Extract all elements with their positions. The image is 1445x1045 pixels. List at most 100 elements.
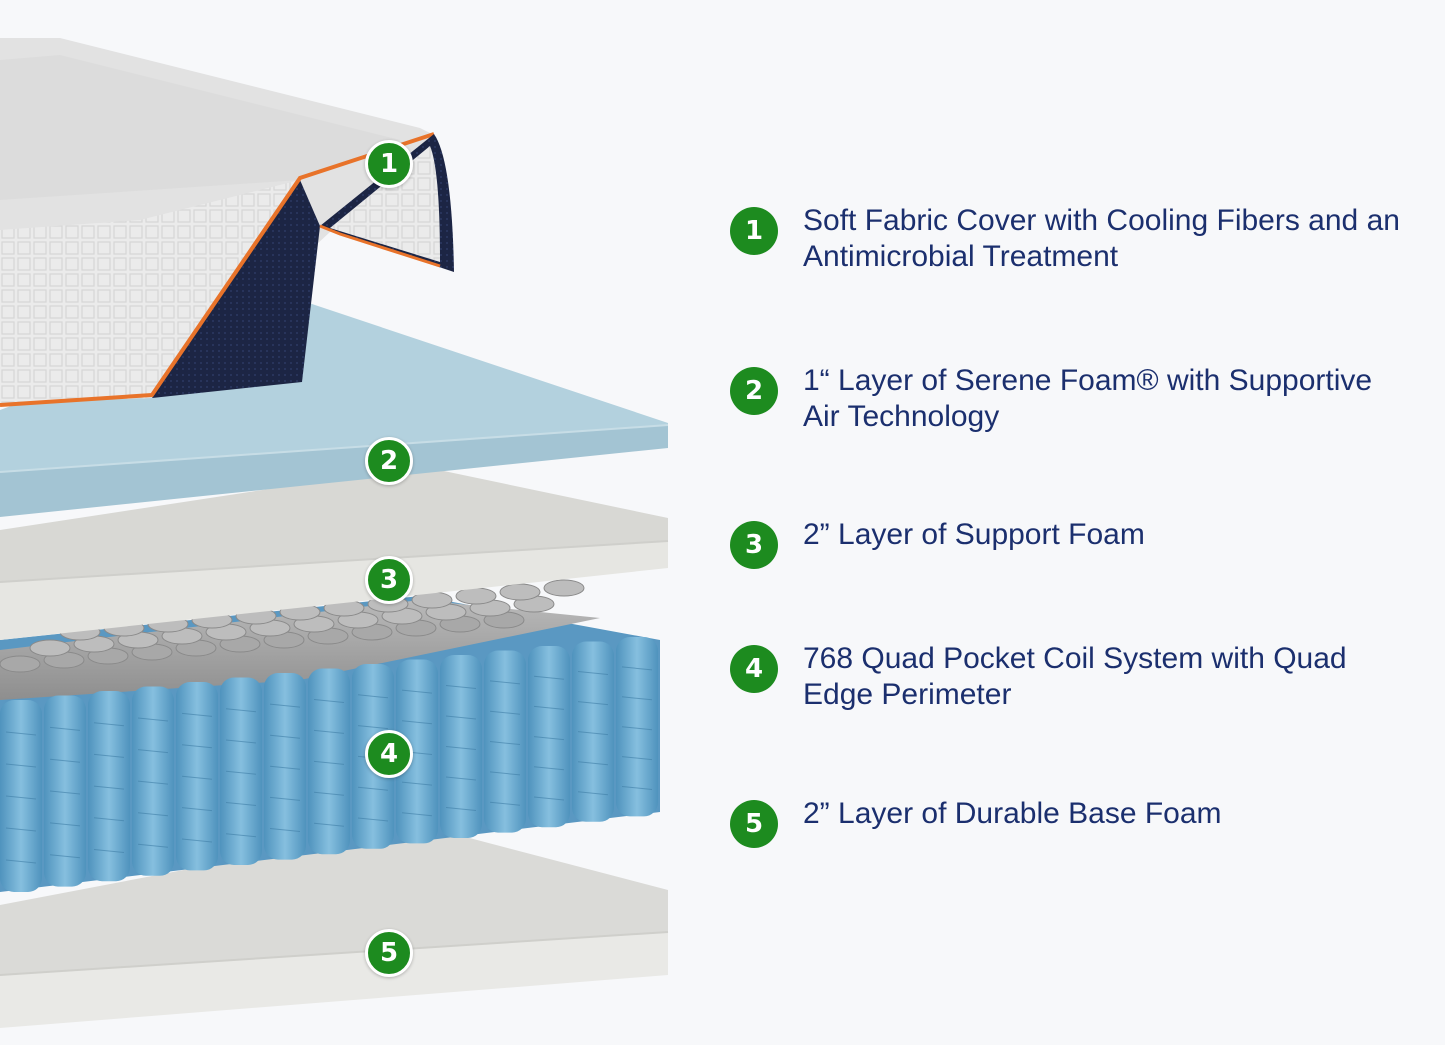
coil-stitch <box>621 786 653 790</box>
coil-stitch <box>489 710 521 715</box>
coil-stitch <box>357 694 389 699</box>
coil-stitch <box>489 680 521 685</box>
coil-stitch <box>93 722 125 727</box>
coil-stitch <box>357 725 389 730</box>
coil-stitch <box>533 675 565 680</box>
coil-stitch <box>269 828 301 832</box>
legend-label: 2” Layer of Support Foam <box>803 518 1145 551</box>
coil-stitch <box>313 791 345 796</box>
coil-stitch <box>269 796 301 801</box>
coil-pocket <box>440 655 482 838</box>
support-foam-marker: 3 <box>365 556 413 604</box>
coil-stitch <box>357 817 389 822</box>
coil-pocket <box>308 668 350 855</box>
mattress-layers-svg <box>0 38 669 1028</box>
coil-pocket <box>88 691 130 882</box>
coil-system-marker: 4 <box>365 730 413 778</box>
coil-stitch <box>313 698 345 703</box>
coil-pocket <box>396 659 438 844</box>
coil-stitch <box>621 696 653 701</box>
coil-stitch <box>621 666 653 671</box>
coil-stitch <box>489 771 521 776</box>
serene-foam-marker: 2 <box>365 437 413 485</box>
base-foam-layer <box>0 825 669 1028</box>
coil-stitch <box>137 749 169 754</box>
legend-number-badge: 4 <box>730 645 778 693</box>
coil-stitch <box>313 822 345 827</box>
coil-stitch <box>5 795 37 800</box>
coil-stitch <box>445 685 477 689</box>
coil-stitch <box>533 766 565 771</box>
legend-number-badge: 3 <box>730 521 778 569</box>
coil-stitch <box>445 807 477 811</box>
coil-stitch <box>445 776 477 781</box>
coil-pocket <box>264 673 306 860</box>
coil-stitch <box>489 741 521 746</box>
legend-number-badge: 1 <box>730 207 778 255</box>
coil-stitch <box>357 786 389 791</box>
coil-pocket <box>484 650 526 833</box>
legend-label: 1“ Layer of Serene Foam® with Supportive… <box>803 364 1373 433</box>
coil-stitch <box>49 758 81 763</box>
coil-stitch <box>225 770 257 775</box>
coil-stitch <box>49 790 81 795</box>
coil-stitch <box>621 726 653 731</box>
coil-stitch <box>137 717 169 722</box>
coil-cap <box>455 587 497 605</box>
coil-stitch <box>577 761 609 766</box>
coil-stitch <box>93 849 125 853</box>
coil-pocket <box>132 686 174 876</box>
coil-stitch <box>93 785 125 790</box>
coil-cap <box>29 639 71 657</box>
legend-label: 2” Layer of Durable Base Foam <box>803 797 1222 830</box>
cover-marker: 1 <box>365 140 413 188</box>
coil-stitch <box>401 720 433 725</box>
legend-number-badge: 5 <box>730 800 778 848</box>
coil-stitch <box>93 753 125 758</box>
coil-stitch <box>225 802 257 806</box>
coil-stitch <box>313 729 345 734</box>
coil-stitch <box>577 731 609 736</box>
coil-stitch <box>181 744 213 749</box>
coil-cap <box>0 655 41 673</box>
coil-pocket <box>616 637 658 817</box>
coil-stitch <box>577 791 609 796</box>
coil-stitch <box>401 689 433 694</box>
coil-cap <box>543 579 585 597</box>
coil-stitch <box>445 746 477 750</box>
coil-stitch <box>49 726 81 731</box>
coil-stitch <box>49 822 81 827</box>
coil-stitch <box>137 812 169 817</box>
coil-stitch <box>401 781 433 786</box>
coil-stitch <box>269 765 301 770</box>
legend-label: Soft Fabric Cover with Cooling Fibers an… <box>803 204 1400 273</box>
coil-stitch <box>5 859 37 864</box>
legend-number-badge: 2 <box>730 367 778 415</box>
serene-foam-layer <box>0 300 669 517</box>
coil-columns <box>0 637 658 892</box>
coil-stitch <box>181 807 213 812</box>
coil-stitch <box>5 827 37 832</box>
coil-pocket <box>176 682 218 871</box>
coil-stitch <box>137 780 169 785</box>
coil-stitch <box>269 734 301 739</box>
coil-stitch <box>577 701 609 706</box>
fabric-cover-layer <box>0 38 454 407</box>
base-foam-marker: 5 <box>365 929 413 977</box>
coil-system-layer <box>0 579 660 892</box>
coil-stitch <box>533 705 565 710</box>
coil-stitch <box>313 760 345 765</box>
coil-pocket <box>572 641 614 822</box>
coil-pocket <box>220 677 262 865</box>
coil-stitch <box>181 775 213 780</box>
coil-stitch <box>621 756 653 761</box>
coil-stitch <box>49 854 81 859</box>
coil-stitch <box>137 843 169 848</box>
coil-cap <box>499 583 541 601</box>
support-foam-layer <box>0 466 669 640</box>
coil-stitch <box>489 801 521 806</box>
coil-stitch <box>445 715 477 720</box>
coil-stitch <box>181 838 213 843</box>
coil-stitch <box>225 739 257 744</box>
coil-stitch <box>225 708 257 713</box>
